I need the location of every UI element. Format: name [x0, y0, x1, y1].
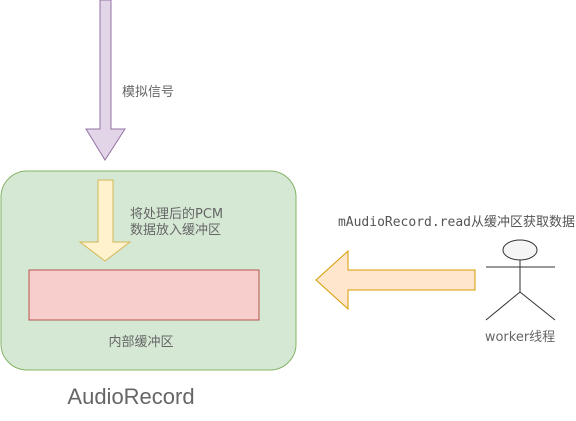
- read-arrow: [315, 249, 476, 311]
- internal-buffer: [28, 269, 260, 321]
- worker-label: worker线程: [485, 330, 555, 345]
- actor-right-leg: [519, 291, 556, 321]
- audiorecord-title: AudioRecord: [67, 384, 194, 409]
- analog-signal-label: 模拟信号: [122, 85, 174, 100]
- read-call-label: mAudioRecord.read从缓冲区获取数据: [338, 215, 575, 230]
- pcm-arrow: [78, 179, 132, 262]
- pcm-label-line2: 数据放入缓冲区: [130, 223, 221, 238]
- actor-head: [502, 239, 538, 261]
- internal-buffer-label: 内部缓冲区: [108, 334, 173, 350]
- analog-signal-arrow: [85, 0, 126, 161]
- worker-actor: [485, 239, 556, 321]
- pcm-label-line1: 将处理后的PCM: [130, 206, 223, 222]
- actor-left-leg: [485, 291, 521, 321]
